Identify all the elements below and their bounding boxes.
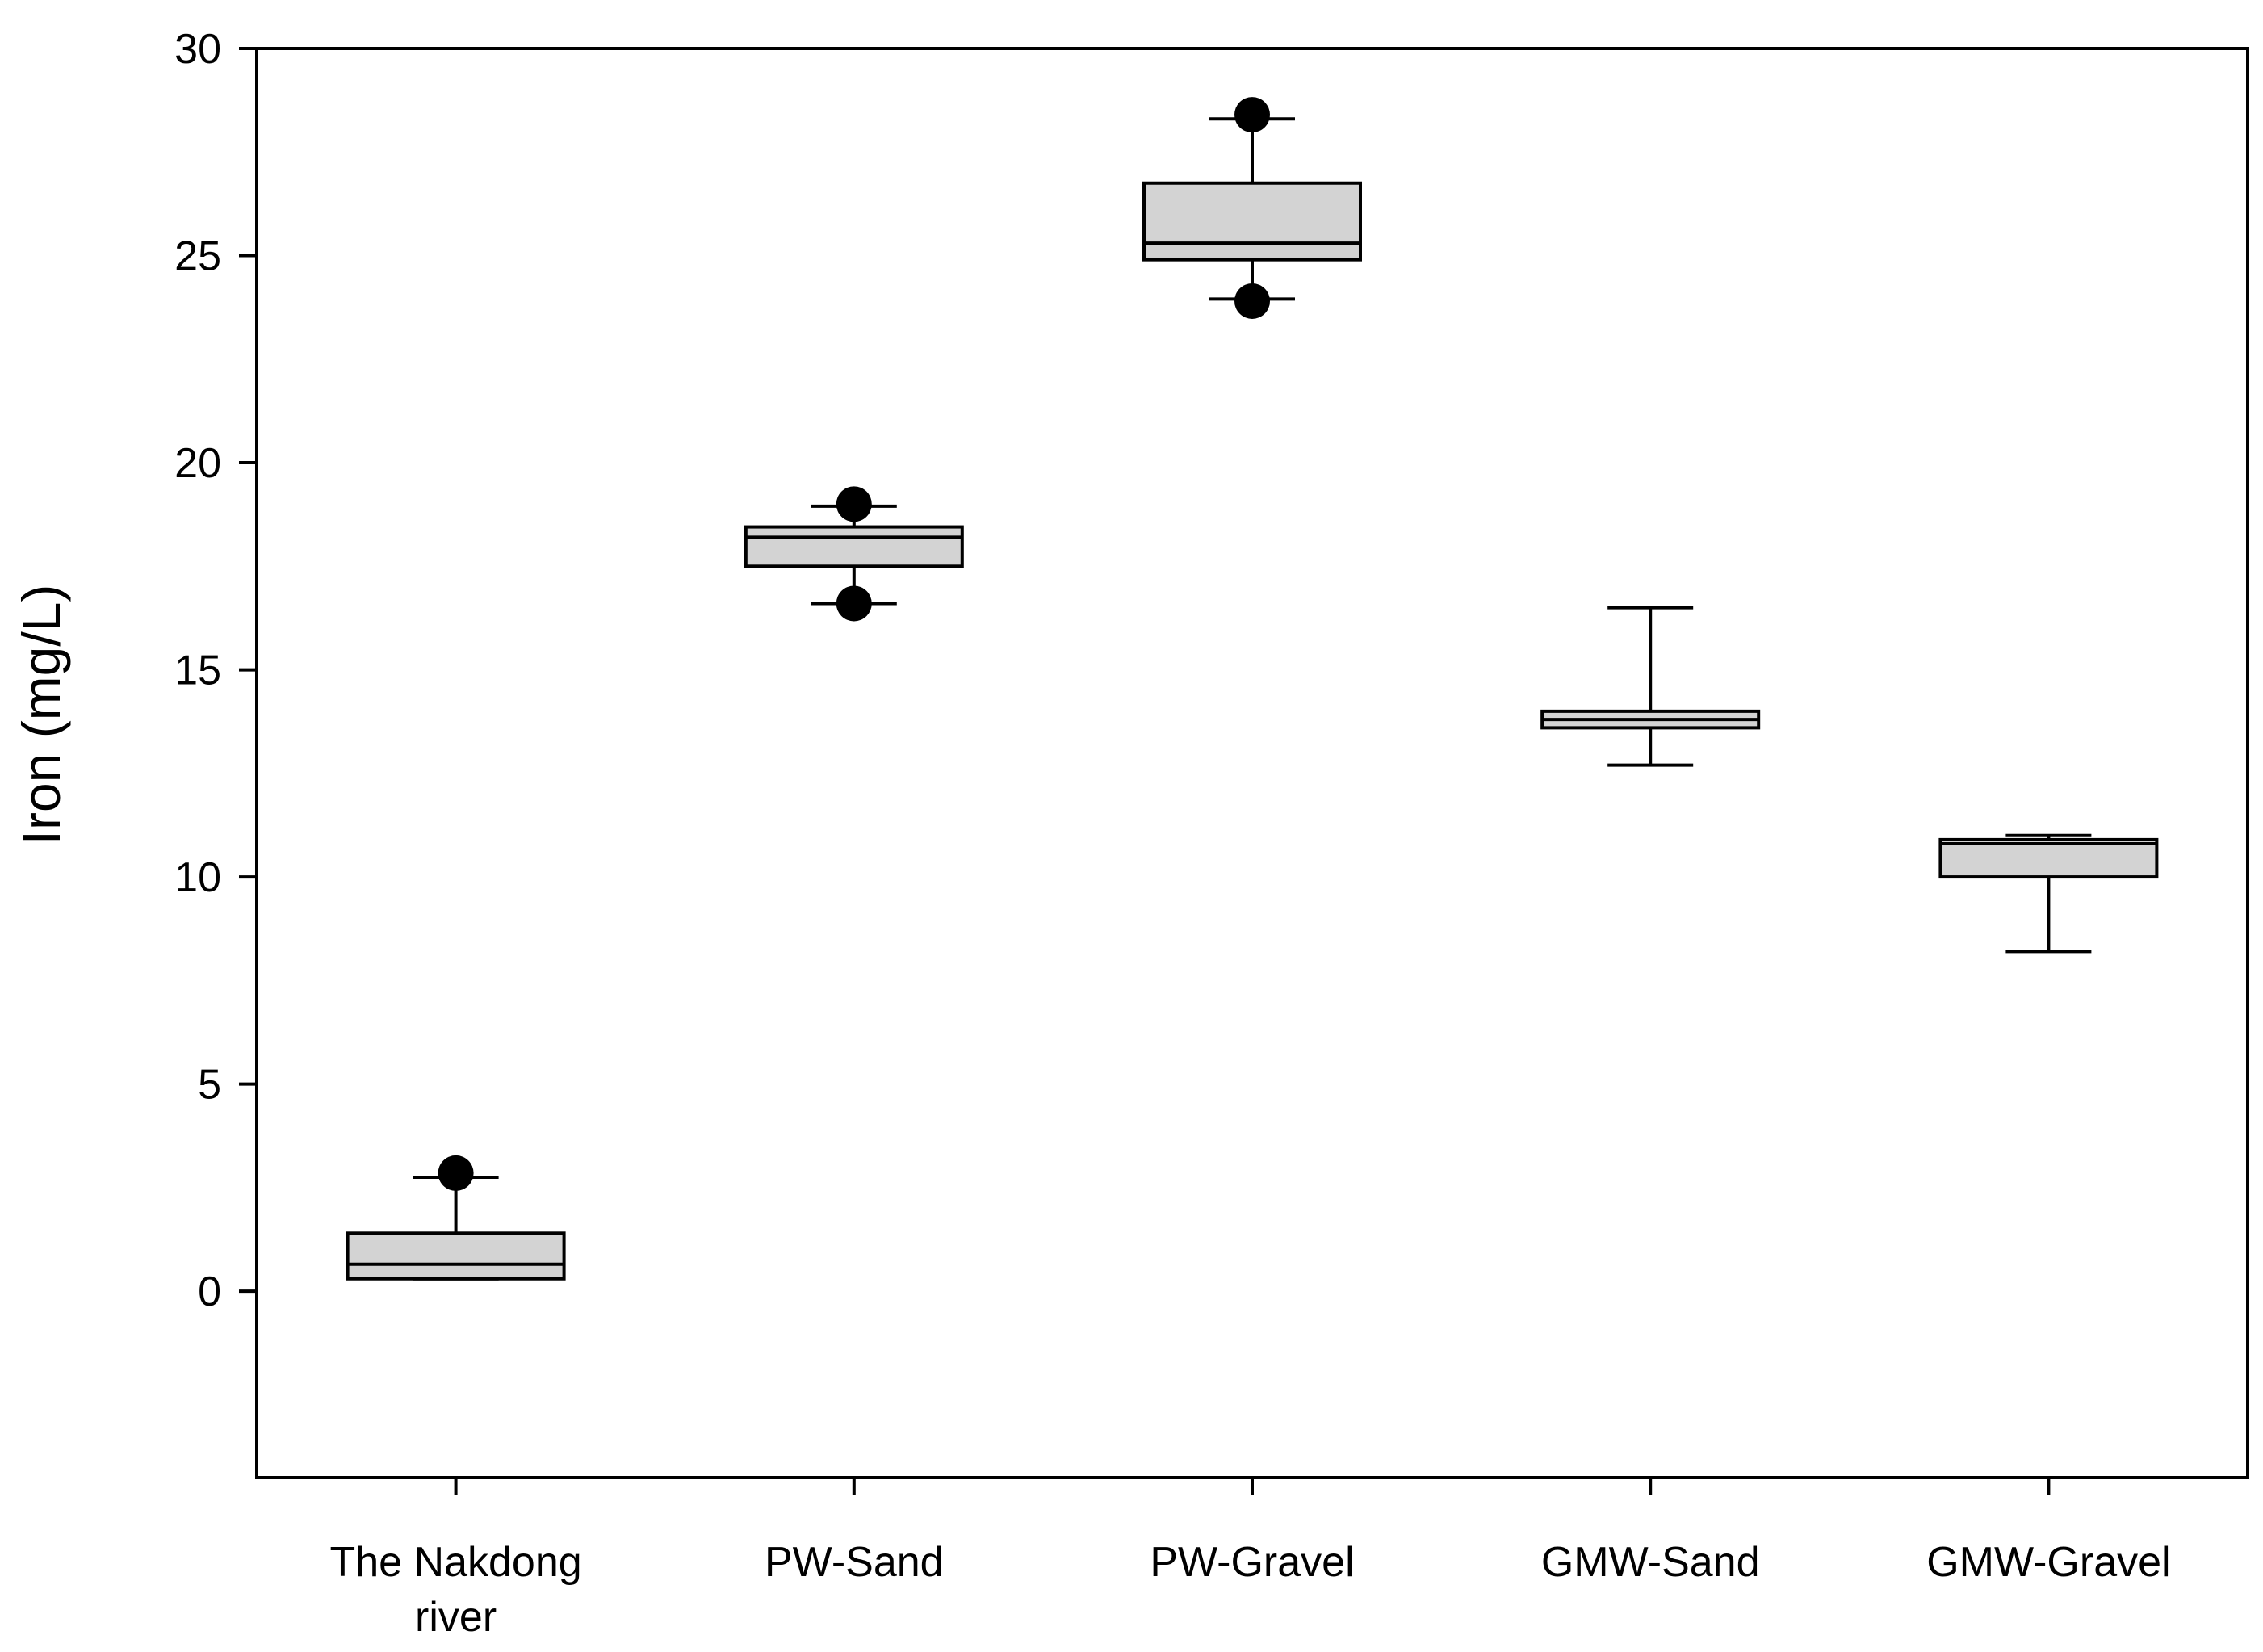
box-group bbox=[1540, 606, 1761, 767]
y-tick-label: 15 bbox=[174, 648, 221, 694]
box-group bbox=[1938, 833, 2159, 954]
x-tick-label: GMW-Gravel bbox=[1926, 1539, 2170, 1586]
x-axis: The Nakdong river PW-Sand PW-Gravel GMW-Sand… bbox=[329, 1478, 2171, 1641]
outlier-point bbox=[1234, 97, 1270, 133]
y-tick-label: 0 bbox=[198, 1268, 221, 1315]
y-tick-label: 5 bbox=[198, 1062, 221, 1109]
y-axis-label: Iron (mg/L) bbox=[11, 585, 71, 845]
box-group bbox=[744, 486, 964, 622]
box-iqr bbox=[744, 525, 964, 568]
x-tick-label: The Nakdong bbox=[329, 1539, 581, 1586]
y-tick-label: 10 bbox=[174, 854, 221, 901]
y-axis: 0 5 10 15 20 25 30 bbox=[174, 26, 257, 1315]
y-tick-label: 20 bbox=[174, 440, 221, 487]
y-tick-label: 30 bbox=[174, 26, 221, 73]
box-group bbox=[1142, 97, 1362, 319]
box-iqr bbox=[1938, 837, 2159, 879]
x-tick-label: river bbox=[415, 1594, 497, 1641]
x-tick-label: PW-Sand bbox=[765, 1539, 944, 1586]
x-tick-label: GMW-Sand bbox=[1541, 1539, 1760, 1586]
box-iqr bbox=[1142, 181, 1362, 262]
outlier-point bbox=[1234, 283, 1270, 319]
box-iqr bbox=[346, 1231, 566, 1281]
boxes-layer bbox=[346, 97, 2159, 1281]
outlier-point bbox=[836, 486, 872, 522]
outlier-point bbox=[836, 585, 872, 622]
x-tick-label: PW-Gravel bbox=[1150, 1539, 1354, 1586]
box-group bbox=[346, 1155, 566, 1281]
y-tick-label: 25 bbox=[174, 233, 221, 280]
outlier-point bbox=[438, 1155, 474, 1191]
